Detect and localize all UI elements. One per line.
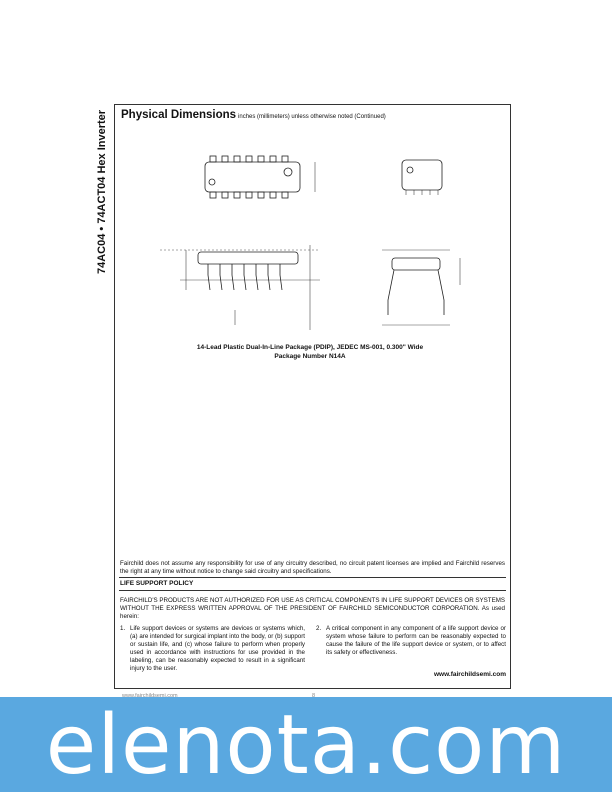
item-1-number: 1. xyxy=(120,625,126,632)
life-support-item-1: 1. Life support devices or systems are d… xyxy=(120,625,305,673)
life-support-item-2: 2. A critical component in any component… xyxy=(316,625,506,657)
side-title-text: 74AC04 • 74ACT04 Hex Inverter xyxy=(96,109,108,274)
section-subtitle: inches (millimeters) unless otherwise no… xyxy=(238,114,386,120)
side-view-leads xyxy=(207,264,283,291)
end-view-large xyxy=(391,257,441,271)
package-caption-line1: 14-Lead Plastic Dual-In-Line Package (PD… xyxy=(196,344,424,351)
watermark-banner-text: elenota.com xyxy=(45,698,567,793)
section-title: Physical Dimensions xyxy=(121,109,237,121)
side-title: 74AC04 • 74ACT04 Hex Inverter xyxy=(96,104,116,274)
divider-top xyxy=(119,577,506,578)
top-view-body xyxy=(204,161,301,193)
website-link[interactable]: www.fairchildsemi.com xyxy=(433,671,506,678)
disclaimer-text: Fairchild does not assume any responsibi… xyxy=(120,560,505,575)
end-view-small xyxy=(401,159,443,191)
footer-page-number: 8 xyxy=(312,693,316,699)
package-caption: 14-Lead Plastic Dual-In-Line Package (PD… xyxy=(150,343,470,361)
item-2-text: A critical component in any component of… xyxy=(326,625,506,656)
footer-url[interactable]: www.fairchildsemi.com xyxy=(122,693,178,699)
top-view-notch xyxy=(283,167,293,177)
life-support-title: LIFE SUPPORT POLICY xyxy=(120,580,194,587)
divider-bottom xyxy=(119,590,506,591)
package-drawing xyxy=(160,155,461,330)
item-1-text: Life support devices or systems are devi… xyxy=(130,625,305,672)
page-frame xyxy=(114,104,511,689)
item-2-number: 2. xyxy=(316,625,322,632)
top-view-pins-top xyxy=(209,155,289,163)
side-view-body xyxy=(197,251,299,265)
top-view-pins-bottom xyxy=(209,191,289,199)
pin1-marker xyxy=(208,178,216,186)
watermark-banner xyxy=(0,697,612,792)
package-caption-line2: Package Number N14A xyxy=(274,353,346,360)
life-support-body: FAIRCHILD'S PRODUCTS ARE NOT AUTHORIZED … xyxy=(120,597,505,620)
